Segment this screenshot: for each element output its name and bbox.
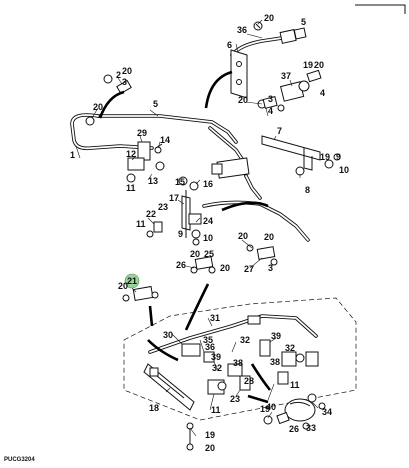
callout-c17: 17 [169, 193, 179, 203]
center-manifold [208, 126, 262, 200]
flow-arrows [98, 70, 272, 404]
callout-c5a: 5 [301, 17, 306, 27]
highlight-marker-21 [124, 273, 140, 289]
callout-c6: 6 [227, 40, 232, 50]
callout-c20i: 20 [220, 263, 230, 273]
callout-c27: 27 [244, 264, 254, 274]
callout-c26b: 26 [289, 424, 299, 434]
callout-c11a: 11 [126, 183, 136, 193]
callout-c32a: 32 [240, 335, 250, 345]
callout-c28: 28 [244, 376, 254, 386]
callout-c3c: 3 [268, 263, 273, 273]
callout-c19a: 19 [303, 60, 313, 70]
callout-c36: 36 [237, 25, 247, 35]
callout-c37: 37 [281, 71, 291, 81]
callout-c11d: 11 [211, 405, 221, 415]
callout-labels: 20 36 5 6 2 20 3 19 20 37 20 3 20 5 4 4 … [70, 13, 349, 453]
lower-section-boundary [123, 297, 357, 421]
callout-c24: 24 [203, 216, 213, 226]
callout-c9b: 9 [178, 229, 183, 239]
callout-c3a: 3 [122, 77, 127, 87]
callout-c20h: 20 [190, 249, 200, 259]
callout-c18: 18 [149, 403, 159, 413]
callout-c16: 16 [203, 179, 213, 189]
figure-code: PUCG3204 [4, 457, 35, 463]
callout-c10b: 10 [203, 233, 213, 243]
leader-lines [75, 19, 319, 437]
corner-frame-mark [355, 4, 406, 14]
callout-c25: 25 [204, 249, 214, 259]
callout-c31: 31 [210, 313, 220, 323]
callout-c14: 14 [160, 135, 170, 145]
callout-c38a: 38 [233, 358, 243, 368]
callout-c35: 35 [203, 335, 213, 345]
callout-c8: 8 [305, 185, 310, 195]
callout-c10a: 10 [339, 165, 349, 175]
callout-c32b: 32 [285, 343, 295, 353]
callout-c20f: 20 [238, 231, 248, 241]
callout-c40: 40 [266, 402, 276, 412]
callout-c19b: 19 [320, 152, 330, 162]
callout-c11c: 11 [290, 380, 300, 390]
callout-c2: 2 [116, 70, 121, 80]
bracket-6 [230, 49, 248, 99]
callout-c39b: 39 [211, 352, 221, 362]
callout-c30: 30 [163, 330, 173, 340]
bracket-7 [261, 135, 341, 176]
callout-c29: 29 [137, 128, 147, 138]
callout-c20c: 20 [314, 60, 324, 70]
callout-c4b: 4 [268, 106, 273, 116]
callout-c20a: 20 [264, 13, 274, 23]
callout-c20b: 20 [122, 66, 132, 76]
line-1-and-5 [70, 113, 238, 151]
fittings-29-14-12-13 [126, 141, 165, 183]
callout-c32c: 32 [212, 363, 222, 373]
valve-37-assembly [257, 69, 322, 112]
fitting-21 [122, 285, 159, 302]
callout-c9a: 9 [336, 152, 341, 162]
callout-c22: 22 [146, 209, 156, 219]
callout-c12: 12 [126, 149, 136, 159]
callout-c20d: 20 [238, 95, 248, 105]
callout-c36b: 36 [205, 342, 215, 352]
callout-c23b: 23 [230, 394, 240, 404]
fittings-25-26-27 [190, 244, 278, 274]
callout-c4a: 4 [320, 88, 325, 98]
line-31 [148, 314, 318, 354]
callout-c21: 21 [127, 276, 137, 286]
fittings-upper-left [85, 74, 132, 126]
callout-c23a: 23 [158, 202, 168, 212]
accumulator-26 [263, 393, 326, 430]
callout-c19d: 19 [205, 430, 215, 440]
callout-c33: 33 [306, 423, 316, 433]
callout-c1: 1 [70, 150, 75, 160]
fittings-15-16 [178, 176, 199, 191]
callout-c38b: 38 [270, 357, 280, 367]
valve-block-18 [143, 363, 195, 451]
callout-c5b: 5 [153, 99, 158, 109]
callout-c20j: 20 [118, 281, 128, 291]
callout-c15: 15 [175, 177, 185, 187]
callout-c11b: 11 [136, 219, 146, 229]
callout-c20k: 20 [205, 443, 215, 453]
callout-c20e: 20 [93, 102, 103, 112]
callout-c7: 7 [277, 126, 282, 136]
fittings-22-11 [146, 221, 163, 238]
callout-c34: 34 [322, 407, 332, 417]
callout-c3b: 3 [268, 94, 273, 104]
callout-c13: 13 [148, 176, 158, 186]
callout-c39a: 39 [271, 331, 281, 341]
callout-c26a: 26 [176, 260, 186, 270]
callout-c19c: 19 [260, 404, 270, 414]
lower-center-fittings [181, 339, 319, 395]
callout-c20g: 20 [264, 232, 274, 242]
